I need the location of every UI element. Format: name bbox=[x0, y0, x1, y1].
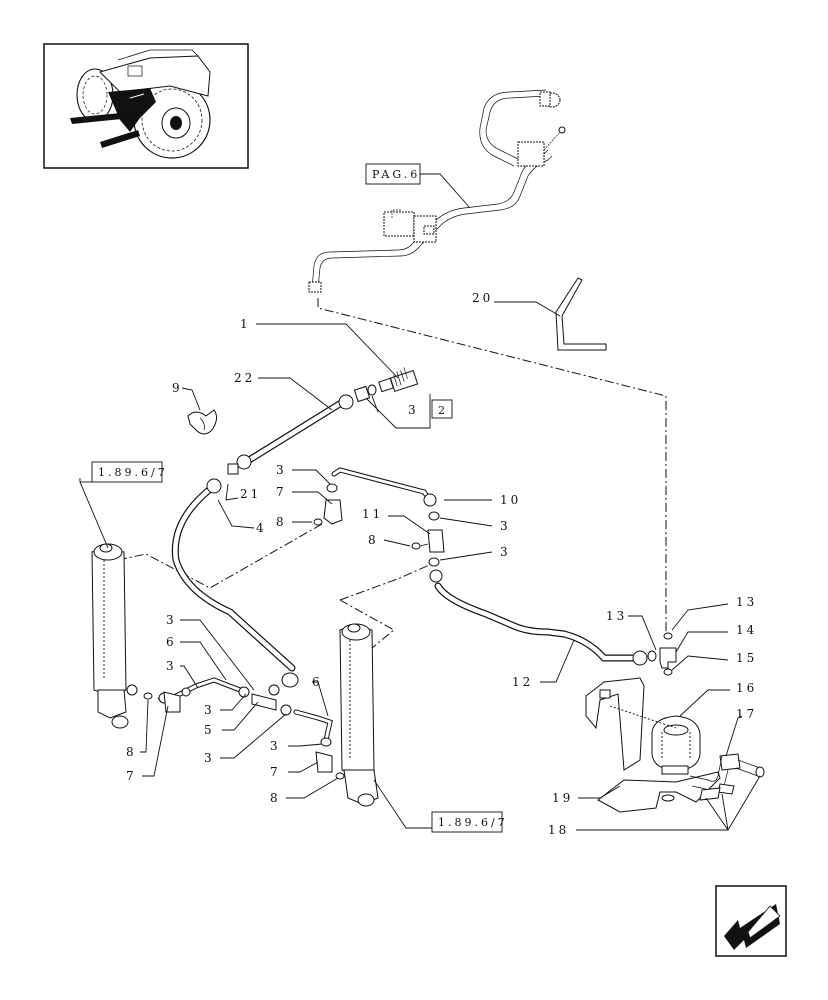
callout-11: 11 bbox=[362, 507, 383, 521]
ref-box-left: 1.89.6/7 bbox=[79, 461, 168, 549]
leader-lines bbox=[140, 323, 761, 831]
callout-8-left: 8 bbox=[126, 745, 137, 759]
callout-14: 14 bbox=[736, 623, 757, 637]
callout-10: 10 bbox=[500, 493, 521, 507]
callout-19: 19 bbox=[552, 791, 573, 805]
callout-7-left: 7 bbox=[126, 769, 137, 783]
upper-valve-assembly bbox=[308, 89, 566, 293]
callout-3-left-c: 3 bbox=[204, 703, 215, 717]
callout-13-right: 13 bbox=[736, 595, 757, 609]
callout-4: 4 bbox=[256, 521, 267, 535]
callout-21: 21 bbox=[240, 487, 261, 501]
callouts: 1 22 9 3 21 4 3 7 8 11 8 10 3 3 12 13 13… bbox=[126, 317, 757, 837]
ref-2-label: 2 bbox=[438, 404, 448, 417]
callout-5: 5 bbox=[204, 723, 215, 737]
ref-pag6-label: PAG.6 bbox=[372, 168, 420, 181]
left-cylinder bbox=[91, 543, 138, 729]
ref-box-bottom: 1.89.6/7 bbox=[373, 779, 508, 833]
callout-20: 20 bbox=[472, 291, 493, 305]
callout-3-left-a: 3 bbox=[166, 613, 177, 627]
fittings bbox=[143, 367, 677, 780]
callout-12: 12 bbox=[512, 675, 533, 689]
tractor-location-thumbnail bbox=[43, 43, 249, 169]
callout-18: 18 bbox=[548, 823, 569, 837]
callout-3-pipe10: 3 bbox=[500, 519, 511, 533]
callout-3-upper: 3 bbox=[276, 463, 287, 477]
callout-3-left-b: 3 bbox=[166, 659, 177, 673]
callout-17: 17 bbox=[736, 707, 757, 721]
callout-8-right: 8 bbox=[270, 791, 281, 805]
callout-15: 15 bbox=[736, 651, 757, 665]
callout-3-left-d: 3 bbox=[204, 751, 215, 765]
callout-6-left: 6 bbox=[166, 635, 177, 649]
callout-13-left: 13 bbox=[606, 609, 627, 623]
callout-16: 16 bbox=[736, 681, 757, 695]
callout-3-coupler: 3 bbox=[408, 403, 419, 417]
part-20-bracket: 20 bbox=[472, 277, 607, 351]
right-cylinder bbox=[339, 623, 379, 807]
callout-8-upper: 8 bbox=[276, 515, 287, 529]
hoses bbox=[169, 396, 640, 743]
accumulator-assembly bbox=[585, 677, 765, 813]
callout-7-right: 7 bbox=[270, 765, 281, 779]
callout-3-right: 3 bbox=[270, 739, 281, 753]
ref-box-2: 2 bbox=[365, 394, 453, 429]
callout-7-upper: 7 bbox=[276, 485, 287, 499]
callout-6-right: 6 bbox=[312, 675, 323, 689]
ref-bottom-label: 1.89.6/7 bbox=[438, 816, 508, 829]
callout-22: 22 bbox=[234, 371, 255, 385]
ref-pag6: PAG.6 bbox=[365, 163, 471, 209]
callout-9: 9 bbox=[172, 381, 183, 395]
callout-8-tee: 8 bbox=[368, 533, 379, 547]
callout-1: 1 bbox=[240, 317, 251, 331]
callout-3-tee: 3 bbox=[500, 545, 511, 559]
ref-left-label: 1.89.6/7 bbox=[98, 466, 168, 479]
next-page-arrow-icon[interactable] bbox=[715, 885, 787, 957]
